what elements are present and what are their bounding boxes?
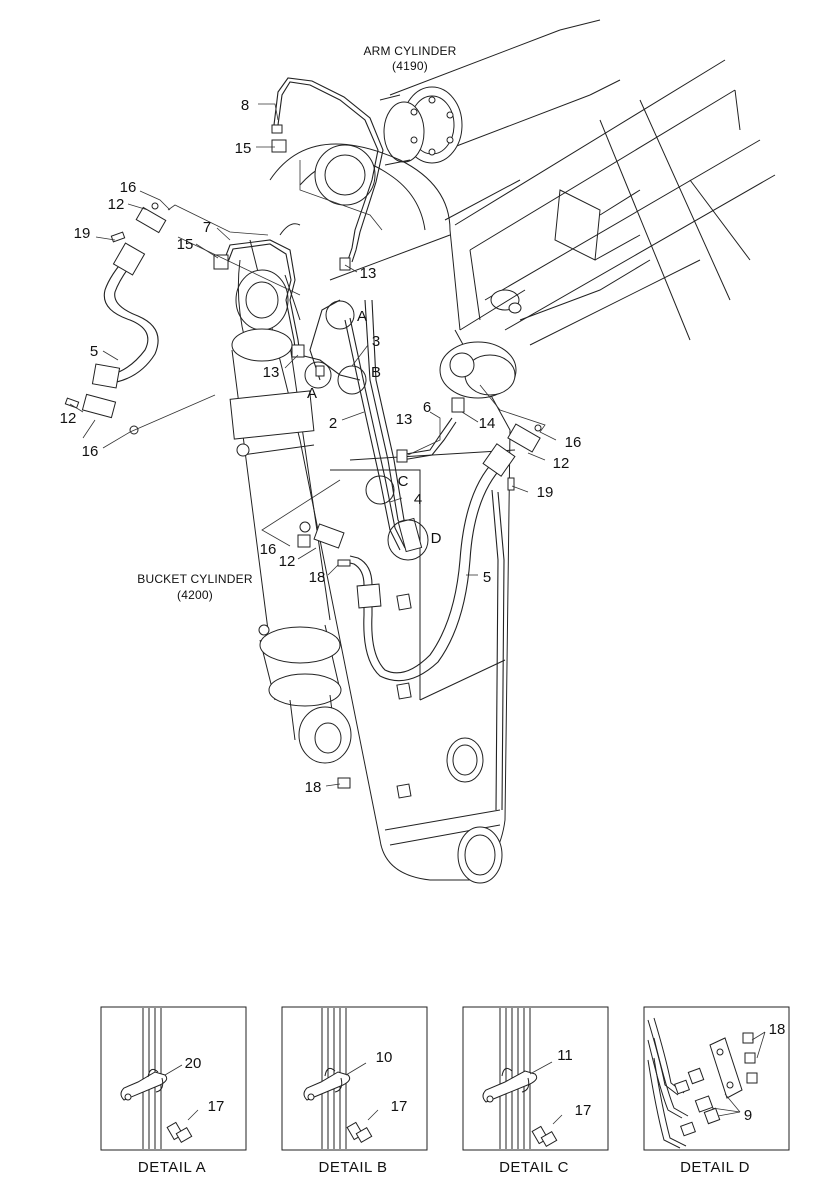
part-label: C bbox=[398, 473, 409, 490]
part-label: 16 bbox=[260, 541, 277, 558]
part-label: 13 bbox=[360, 265, 377, 282]
part-label: 8 bbox=[241, 97, 249, 114]
detail-part-label: 17 bbox=[391, 1098, 408, 1115]
part-label: 12 bbox=[60, 410, 77, 427]
part-label: 5 bbox=[90, 343, 98, 360]
leader-lines bbox=[69, 103, 557, 787]
bucket-cylinder-code: (4200) bbox=[177, 588, 213, 602]
part-label: 18 bbox=[309, 569, 326, 586]
part-label: 16 bbox=[565, 434, 582, 451]
detail-d-circle bbox=[387, 519, 429, 561]
arm-body bbox=[249, 143, 526, 884]
detail-callout-circles bbox=[304, 300, 429, 561]
part-label: B bbox=[371, 364, 381, 381]
fittings bbox=[64, 124, 542, 789]
part-label: A bbox=[307, 385, 317, 402]
part-label: 19 bbox=[74, 225, 91, 242]
bucket-cylinder bbox=[229, 328, 352, 764]
detail-part-label: 11 bbox=[557, 1047, 573, 1064]
part-label: 18 bbox=[305, 779, 322, 796]
arm-assembly-illustration: ARM CYLINDER (4190) BUCKET CYLINDER (420… bbox=[60, 19, 776, 884]
arm-pin-boss bbox=[235, 144, 376, 361]
part-label: 2 bbox=[329, 415, 337, 432]
detail-b-panel: 10 17 DETAIL B bbox=[281, 1006, 428, 1176]
detail-d-frame bbox=[643, 1006, 790, 1151]
part-label: A bbox=[357, 308, 367, 325]
part-label: 5 bbox=[483, 569, 491, 586]
detail-a-frame bbox=[100, 1006, 247, 1151]
part-number-labels: 8 15 16 12 19 7 15 13 A 3 5 13 A B 2 6 1… bbox=[60, 97, 582, 796]
part-label: 6 bbox=[423, 399, 431, 416]
detail-part-label: 9 bbox=[744, 1107, 752, 1124]
bucket-cylinder-caption: BUCKET CYLINDER bbox=[137, 572, 253, 586]
detail-part-label: 10 bbox=[376, 1049, 393, 1066]
part-label: 14 bbox=[479, 415, 496, 432]
part-label: 12 bbox=[108, 196, 125, 213]
detail-part-label: 20 bbox=[185, 1055, 202, 1072]
boom-structure bbox=[454, 59, 776, 346]
assembly-captions: ARM CYLINDER (4190) BUCKET CYLINDER (420… bbox=[137, 44, 456, 602]
detail-c-panel: 11 17 DETAIL C bbox=[462, 1006, 609, 1176]
detail-d-caption: DETAIL D bbox=[680, 1159, 750, 1176]
detail-part-label: 17 bbox=[208, 1098, 225, 1115]
part-label: 4 bbox=[414, 491, 422, 508]
detail-part-label: 18 bbox=[769, 1021, 786, 1038]
detail-part-label: 17 bbox=[575, 1102, 592, 1119]
part-label: 16 bbox=[120, 179, 137, 196]
detail-a-panel: 20 17 DETAIL A bbox=[100, 1006, 247, 1176]
part-label: 16 bbox=[82, 443, 99, 460]
arm-cylinder-caption: ARM CYLINDER bbox=[363, 44, 456, 58]
part-label: 7 bbox=[203, 219, 211, 236]
detail-c-frame bbox=[462, 1006, 609, 1151]
detail-d-panel: 18 9 DETAIL D bbox=[643, 1006, 790, 1176]
flex-hoses bbox=[91, 242, 516, 682]
detail-b-caption: DETAIL B bbox=[318, 1159, 387, 1176]
arm-cylinder-code: (4190) bbox=[392, 59, 428, 73]
detail-c-caption: DETAIL C bbox=[499, 1159, 569, 1176]
arm-cylinder bbox=[379, 19, 621, 166]
part-label: D bbox=[431, 530, 442, 547]
detail-a-caption: DETAIL A bbox=[138, 1159, 206, 1176]
detail-a-circle-lower bbox=[304, 361, 332, 389]
part-label: 19 bbox=[537, 484, 554, 501]
part-label: 13 bbox=[263, 364, 280, 381]
part-label: 15 bbox=[235, 140, 252, 157]
part-label: 15 bbox=[177, 236, 194, 253]
part-label: 12 bbox=[279, 553, 296, 570]
detail-b-circle bbox=[337, 365, 367, 395]
detail-b-frame bbox=[281, 1006, 428, 1151]
detail-c-circle bbox=[365, 475, 395, 505]
part-label: 3 bbox=[372, 333, 380, 350]
part-label: 13 bbox=[396, 411, 413, 428]
detail-a-circle-upper bbox=[325, 300, 355, 330]
part-label: 12 bbox=[553, 455, 570, 472]
